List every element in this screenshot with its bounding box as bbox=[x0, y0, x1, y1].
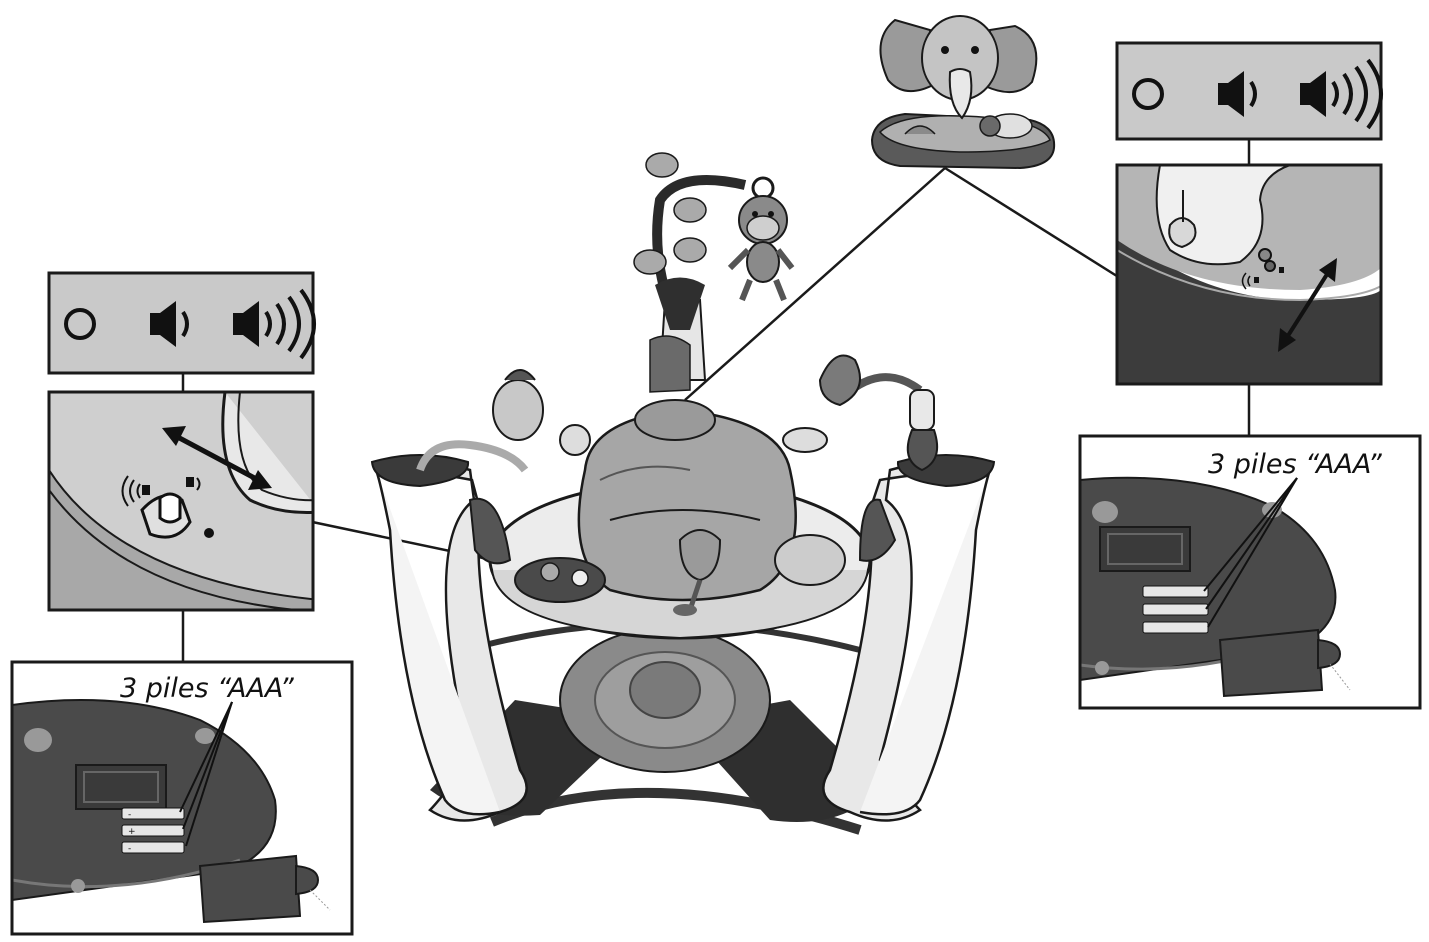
battery-polarity-1: - bbox=[128, 810, 131, 820]
low-volume-speaker-icon bbox=[150, 301, 189, 347]
off-symbol bbox=[64, 308, 96, 340]
battery-polarity-3: - bbox=[128, 844, 131, 854]
double-arrow-icon bbox=[1278, 258, 1337, 352]
right-battery-panel: 3 piles “AAA” bbox=[1078, 434, 1422, 710]
left-battery-panel: - + - 3 piles “AAA” bbox=[10, 660, 354, 936]
high-volume-speaker-icon bbox=[1300, 58, 1383, 130]
right-volume-panel bbox=[1115, 41, 1383, 141]
elephant-toy bbox=[870, 15, 1056, 170]
left-battery-label: 3 piles “AAA” bbox=[120, 673, 295, 704]
sound-indicator-icon bbox=[121, 475, 201, 507]
right-battery-label: 3 piles “AAA” bbox=[1208, 449, 1383, 480]
off-symbol bbox=[1132, 78, 1164, 110]
right-switch-detail bbox=[1115, 163, 1383, 386]
monkey-toy bbox=[727, 176, 795, 302]
left-volume-panel bbox=[47, 271, 316, 375]
off-dot bbox=[204, 528, 214, 538]
slide-switch bbox=[140, 492, 192, 539]
double-arrow-icon bbox=[162, 426, 272, 490]
high-volume-speaker-icon bbox=[233, 288, 316, 360]
left-switch-detail bbox=[47, 390, 315, 612]
low-volume-speaker-icon bbox=[1218, 71, 1257, 117]
left-music-toy bbox=[514, 557, 606, 603]
battery-polarity-2: + bbox=[128, 827, 136, 837]
activity-center bbox=[370, 152, 996, 835]
